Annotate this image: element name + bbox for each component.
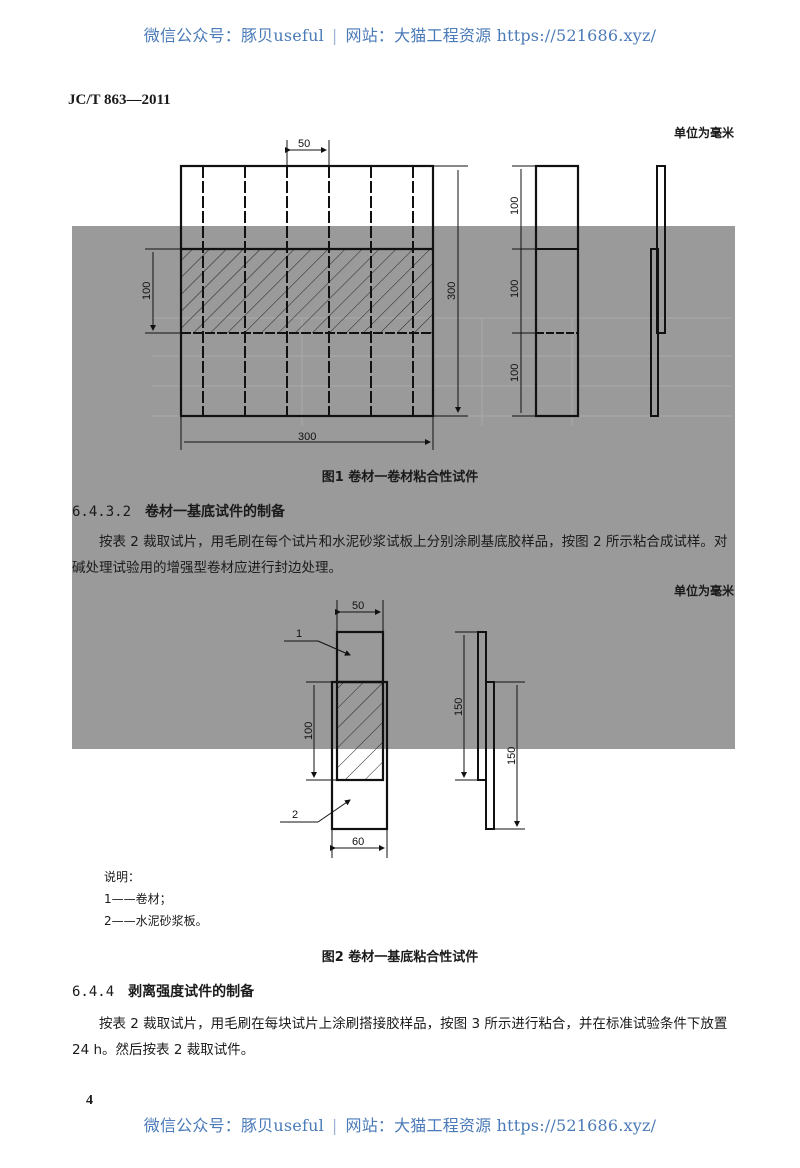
dim-side-2: 100 bbox=[509, 280, 521, 298]
callout-2: 2 bbox=[292, 809, 298, 821]
legend-item-2: 2——水泥砂浆板。 bbox=[104, 914, 208, 928]
watermark-left-text: 微信公众号：豚贝useful bbox=[143, 1116, 324, 1135]
cut-lines bbox=[202, 166, 414, 416]
side-view-outline bbox=[534, 164, 580, 418]
watermark-bottom: 微信公众号：豚贝useful | 网站：大猫工程资源 https://521686.… bbox=[0, 1112, 800, 1136]
mortar-board bbox=[330, 680, 389, 831]
edge-view-lower bbox=[650, 248, 659, 417]
dim-overlap-height: 100 bbox=[141, 282, 153, 300]
dim-side-lower: 150 bbox=[506, 747, 518, 765]
figure2-unit-note: 单位为毫米 bbox=[673, 584, 734, 598]
section-644-heading: 6.4.4 剥离强度试件的制备 bbox=[72, 981, 254, 1001]
section-number: 6.4.3.2 bbox=[72, 504, 132, 520]
figure1-unit-note: 单位为毫米 bbox=[673, 126, 734, 140]
callout-1: 1 bbox=[296, 628, 302, 640]
watermark-right-text: 网站：大猫工程资源 https://521686.xyz/ bbox=[345, 26, 657, 45]
dim-side-1: 100 bbox=[509, 197, 521, 215]
specimen-outline bbox=[179, 164, 435, 418]
standard-code: JC/T 863—2011 bbox=[68, 92, 171, 108]
overlap-hatch bbox=[335, 680, 385, 782]
watermark-left-text: 微信公众号：豚贝useful bbox=[143, 26, 324, 45]
dim-overlap-height: 100 bbox=[303, 722, 315, 740]
figure1-caption: 图1 卷材一卷材粘合性试件 bbox=[321, 470, 479, 485]
watermark-separator: | bbox=[331, 26, 338, 45]
watermark-separator: | bbox=[331, 1116, 338, 1135]
watermark-top: 微信公众号：豚贝useful | 网站：大猫工程资源 https://521686.… bbox=[0, 22, 800, 46]
dim-strip-width: 50 bbox=[298, 138, 310, 150]
side-view-board bbox=[485, 681, 495, 830]
section-title: 剥离强度试件的制备 bbox=[128, 984, 255, 1000]
figure2-legend: 说明： 1——卷材； 2——水泥砂浆板。 bbox=[104, 866, 208, 932]
page-number: 4 bbox=[86, 1093, 93, 1108]
dim-side-upper: 150 bbox=[453, 698, 465, 716]
dim-side-3: 100 bbox=[509, 364, 521, 382]
dim-top-width: 50 bbox=[352, 600, 364, 612]
side-view-membrane bbox=[477, 631, 487, 781]
section-644-paragraph: 按表 2 裁取试片，用毛刷在每块试片上涂刷搭接胶样品，按图 3 所示进行粘合，并… bbox=[72, 1016, 728, 1058]
section-title: 卷材一基底试件的制备 bbox=[145, 504, 286, 520]
section-6432-paragraph: 按表 2 裁取试片，用毛刷在每个试片和水泥砂浆试板上分别涂刷基底胶样品，按图 2… bbox=[72, 534, 728, 576]
watermark-right-text: 网站：大猫工程资源 https://521686.xyz/ bbox=[345, 1116, 657, 1135]
dim-total-height: 300 bbox=[446, 282, 458, 300]
membrane-strip bbox=[335, 630, 385, 684]
section-number: 6.4.4 bbox=[72, 984, 115, 1000]
figure2-caption: 图2 卷材一基底粘合性试件 bbox=[321, 950, 479, 965]
figure1-drawing: 50 100 300 300 100 100 100 bbox=[141, 138, 666, 450]
dim-bottom-width: 60 bbox=[352, 836, 364, 848]
legend-title: 说明： bbox=[104, 870, 141, 884]
overlap-hatch bbox=[181, 249, 433, 333]
section-6432-heading: 6.4.3.2 卷材一基底试件的制备 bbox=[72, 501, 285, 521]
dim-total-width: 300 bbox=[298, 431, 316, 443]
legend-item-1: 1——卷材； bbox=[104, 892, 172, 906]
figure2-drawing: 50 100 60 1 2 150 150 bbox=[280, 600, 525, 858]
